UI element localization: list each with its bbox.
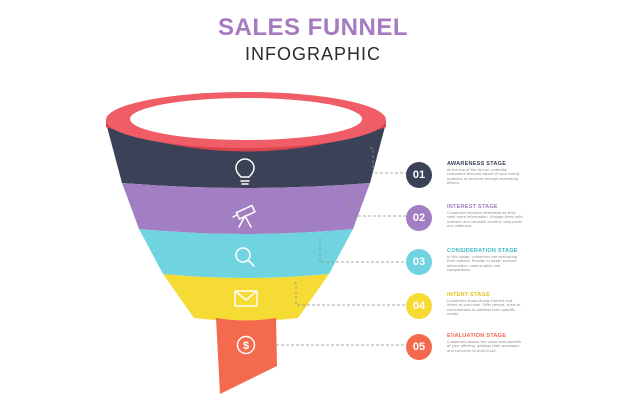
lightbulb-icon bbox=[235, 158, 255, 185]
dollar-coin-icon: $ bbox=[236, 335, 256, 355]
funnel-band-intent bbox=[163, 274, 329, 321]
infographic-subtitle: INFOGRAPHIC bbox=[244, 44, 381, 64]
stage-number-badge: 03 bbox=[406, 249, 432, 275]
stage-description: In this stage, customers are evaluating … bbox=[447, 255, 518, 273]
magnifier-icon bbox=[235, 247, 255, 267]
funnel-band-evaluation bbox=[216, 318, 277, 394]
stage-description: Customers show strong interest and inten… bbox=[447, 299, 521, 317]
telescope-icon bbox=[232, 204, 256, 228]
stage-evaluation: 05 EVALUATION STAGE Customers assess the… bbox=[400, 330, 620, 364]
leader-lines bbox=[276, 147, 406, 346]
funnel-rim bbox=[106, 92, 386, 152]
svg-text:$: $ bbox=[243, 340, 249, 352]
stage-interest: 02 INTEREST STAGE Customers become inter… bbox=[400, 201, 620, 235]
stage-number-badge: 02 bbox=[406, 205, 432, 231]
stage-consideration: 03 CONSIDERATION STAGE In this stage, cu… bbox=[400, 245, 620, 279]
stage-description: At the top of the funnel, potential cust… bbox=[447, 168, 521, 186]
funnel-band-consideration bbox=[139, 229, 353, 278]
stage-title: INTENT STAGE bbox=[447, 292, 491, 298]
stage-title: CONSIDERATION STAGE bbox=[447, 248, 518, 254]
stage-description: Customers become interested as they seek… bbox=[447, 211, 523, 229]
stage-number-badge: 05 bbox=[406, 334, 432, 360]
stage-title: AWARENESS STAGE bbox=[447, 161, 507, 167]
stage-intent: 04 INTENT STAGE Customers show strong in… bbox=[400, 289, 620, 323]
stage-description: Customers assess the value and benefits … bbox=[447, 340, 521, 353]
stage-awareness: 01 AWARENESS STAGE At the top of the fun… bbox=[400, 158, 620, 192]
stage-title: EVALUATION STAGE bbox=[447, 333, 507, 339]
envelope-icon bbox=[234, 290, 258, 307]
stage-number-badge: 04 bbox=[406, 293, 432, 319]
infographic-title: SALES FUNNEL bbox=[217, 14, 408, 41]
stage-number-badge: 01 bbox=[406, 162, 432, 188]
stage-title: INTEREST STAGE bbox=[447, 204, 498, 210]
